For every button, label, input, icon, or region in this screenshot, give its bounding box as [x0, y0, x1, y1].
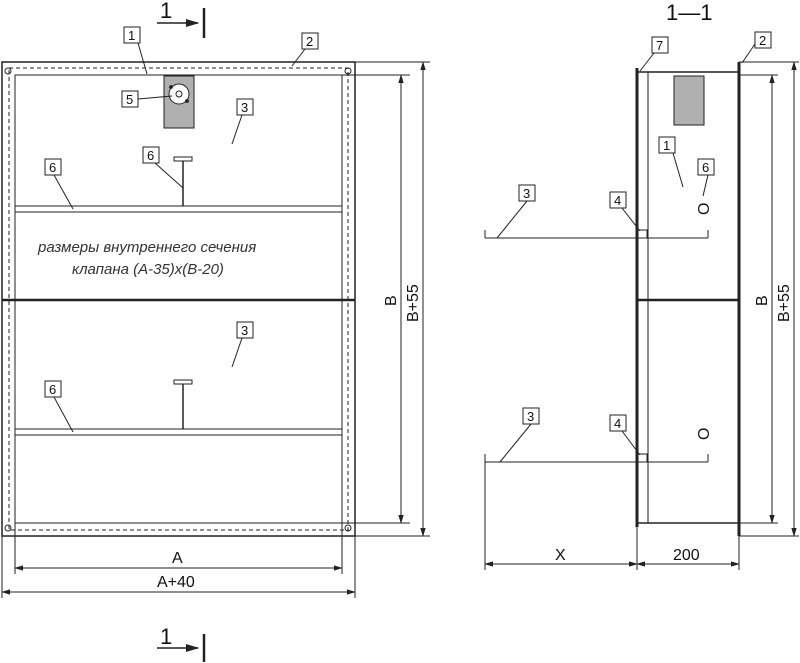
front-view — [1, 61, 356, 537]
upper-blade — [14, 205, 343, 213]
front-callouts — [44, 26, 319, 433]
corner-hole-bl — [4, 524, 12, 532]
callout-section-7: 7 — [656, 38, 663, 53]
section-bearing-upper — [636, 229, 648, 239]
callout-section-6: 6 — [702, 160, 709, 175]
motor-shaft-outer — [168, 83, 190, 105]
callout-front-2: 2 — [306, 34, 313, 49]
section-title: 1—1 — [666, 0, 712, 25]
callout-front-6-left-lower: 6 — [49, 382, 56, 397]
dim-200: 200 — [673, 547, 700, 564]
callout-section-3-lower: 3 — [527, 409, 534, 424]
callout-front-1: 1 — [128, 28, 135, 43]
dim-X: X — [555, 547, 566, 564]
lower-blade-cap — [173, 379, 193, 385]
callout-front-6-stem: 6 — [147, 148, 154, 163]
front-dimension-width — [1, 523, 356, 598]
section-view — [484, 62, 741, 536]
callout-front-5: 5 — [126, 92, 133, 107]
section-dimension-height — [739, 61, 799, 537]
motor-bolt-1 — [169, 85, 173, 89]
dim-A: A — [172, 550, 183, 567]
corner-hole-tl — [4, 67, 12, 75]
front-callout-labels: 1 2 5 3 6 6 3 6 — [49, 28, 313, 397]
section-motor — [673, 75, 705, 126]
cut-label-top: 1 — [160, 0, 172, 23]
dim-B-front: B — [383, 295, 400, 306]
corner-hole-br — [344, 524, 352, 532]
dim-B-section: B — [754, 295, 771, 306]
callout-section-1: 1 — [663, 138, 670, 153]
cut-mark-top: 1 — [157, 0, 206, 38]
section-body — [636, 71, 740, 524]
callout-section-4-upper: 4 — [614, 193, 621, 208]
lower-blade — [14, 428, 343, 436]
upper-blade-cap — [173, 156, 193, 162]
cut-label-bottom: 1 — [160, 624, 172, 649]
section-dimension-depth — [484, 462, 740, 570]
section-o-upper: O — [696, 203, 713, 215]
cut-mark-bottom: 1 — [157, 624, 206, 662]
note-line-2: клапана (A-35)x(B-20) — [72, 261, 224, 278]
callout-section-4-lower: 4 — [614, 416, 621, 431]
callout-section-2: 2 — [759, 33, 766, 48]
section-bearing-lower — [636, 453, 648, 463]
front-dimension-height — [342, 61, 430, 537]
dim-B-plus-55-front: B+55 — [405, 284, 422, 322]
corner-hole-tr — [344, 67, 352, 75]
motor-shaft-inner — [175, 90, 183, 98]
callout-front-6-left-upper: 6 — [49, 160, 56, 175]
callout-section-3-upper: 3 — [523, 186, 530, 201]
callout-front-3-upper: 3 — [241, 100, 248, 115]
dim-A-plus-40: A+40 — [157, 574, 195, 591]
dim-B-plus-55-section: B+55 — [776, 284, 793, 322]
motor-bolt-2 — [185, 99, 189, 103]
section-callout-labels: 7 2 1 6 3 4 3 4 — [523, 33, 766, 431]
section-o-lower: O — [696, 428, 713, 440]
callout-front-3-lower: 3 — [241, 323, 248, 338]
note-line-1: размеры внутреннего сечения — [37, 239, 256, 256]
section-callouts — [496, 31, 772, 463]
